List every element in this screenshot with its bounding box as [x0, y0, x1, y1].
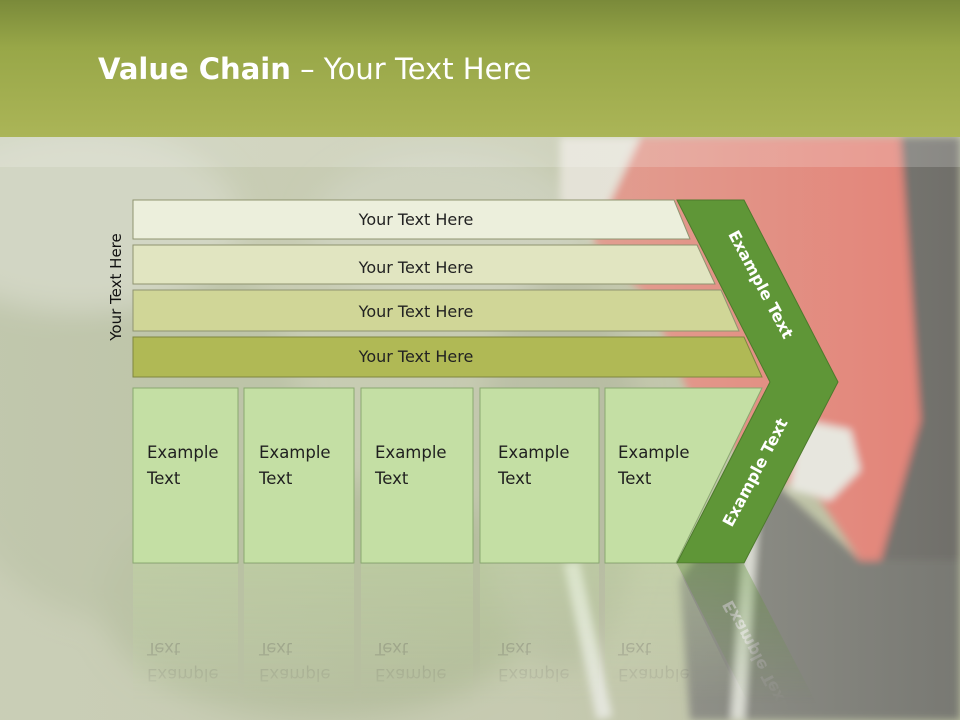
reflection-box-1-line2: Text: [146, 639, 181, 658]
box-4: Example Text: [479, 387, 600, 564]
box-5-line1: Example: [618, 443, 690, 462]
reflection-chevron: [677, 564, 826, 720]
reflection-box-1-line1: Example: [147, 665, 219, 684]
bar-4-label: Your Text Here: [358, 347, 474, 366]
bar-3-shape: [132, 289, 740, 332]
bar-2-shape: [132, 244, 716, 285]
bar-4-shape: [132, 336, 763, 378]
reflection-box-4-line2: Text: [497, 639, 532, 658]
bar-3: Your Text Here: [132, 289, 740, 332]
reflection-box-2-line2: Text: [258, 639, 293, 658]
reflection: Example Text Example Text Example Text E…: [133, 564, 826, 720]
reflection-box-5-line2: Text: [617, 639, 652, 658]
reflection-box-4-line1: Example: [498, 665, 570, 684]
box-3-shape: [360, 387, 474, 564]
box-2: Example Text: [243, 387, 355, 564]
title-rest: – Your Text Here: [290, 52, 532, 86]
reflection-box-1: [133, 564, 238, 720]
box-3: Example Text: [360, 387, 474, 564]
box-2-shape: [243, 387, 355, 564]
box-2-line1: Example: [259, 443, 331, 462]
bar-3-label: Your Text Here: [358, 302, 474, 321]
box-2-line2: Text: [258, 469, 293, 488]
bar-1: Your Text Here: [132, 199, 691, 240]
box-4-line2: Text: [497, 469, 532, 488]
reflection-box-5: [605, 564, 753, 720]
reflection-box-3-line2: Text: [374, 639, 409, 658]
box-5: Example Text: [604, 387, 763, 564]
box-3-line2: Text: [374, 469, 409, 488]
box-5-shape: [604, 387, 763, 564]
box-1-shape: [132, 387, 239, 564]
reflection-box-3: [361, 564, 473, 720]
box-1-line1: Example: [147, 443, 219, 462]
reflection-box-2: [244, 564, 354, 720]
reflection-box-4: [480, 564, 599, 720]
page-title: Value Chain – Your Text Here: [98, 52, 532, 86]
box-4-shape: [479, 387, 600, 564]
reflection-box-5-line1: Example: [618, 665, 690, 684]
bar-1-label: Your Text Here: [358, 210, 474, 229]
reflection-box-2-line1: Example: [259, 665, 331, 684]
chevron-shape: [676, 199, 839, 564]
box-4-line1: Example: [498, 443, 570, 462]
title-bold: Value Chain: [98, 52, 291, 86]
box-5-line2: Text: [617, 469, 652, 488]
bar-2: Your Text Here: [132, 244, 716, 285]
chevron-arrow: Example Text Example Text: [676, 199, 839, 564]
box-3-line1: Example: [375, 443, 447, 462]
box-1-line2: Text: [146, 469, 181, 488]
bar-1-shape: [132, 199, 691, 240]
box-1: Example Text: [132, 387, 239, 564]
bar-2-label: Your Text Here: [358, 258, 474, 277]
reflection-box-3-line1: Example: [375, 665, 447, 684]
bar-4: Your Text Here: [132, 336, 763, 378]
